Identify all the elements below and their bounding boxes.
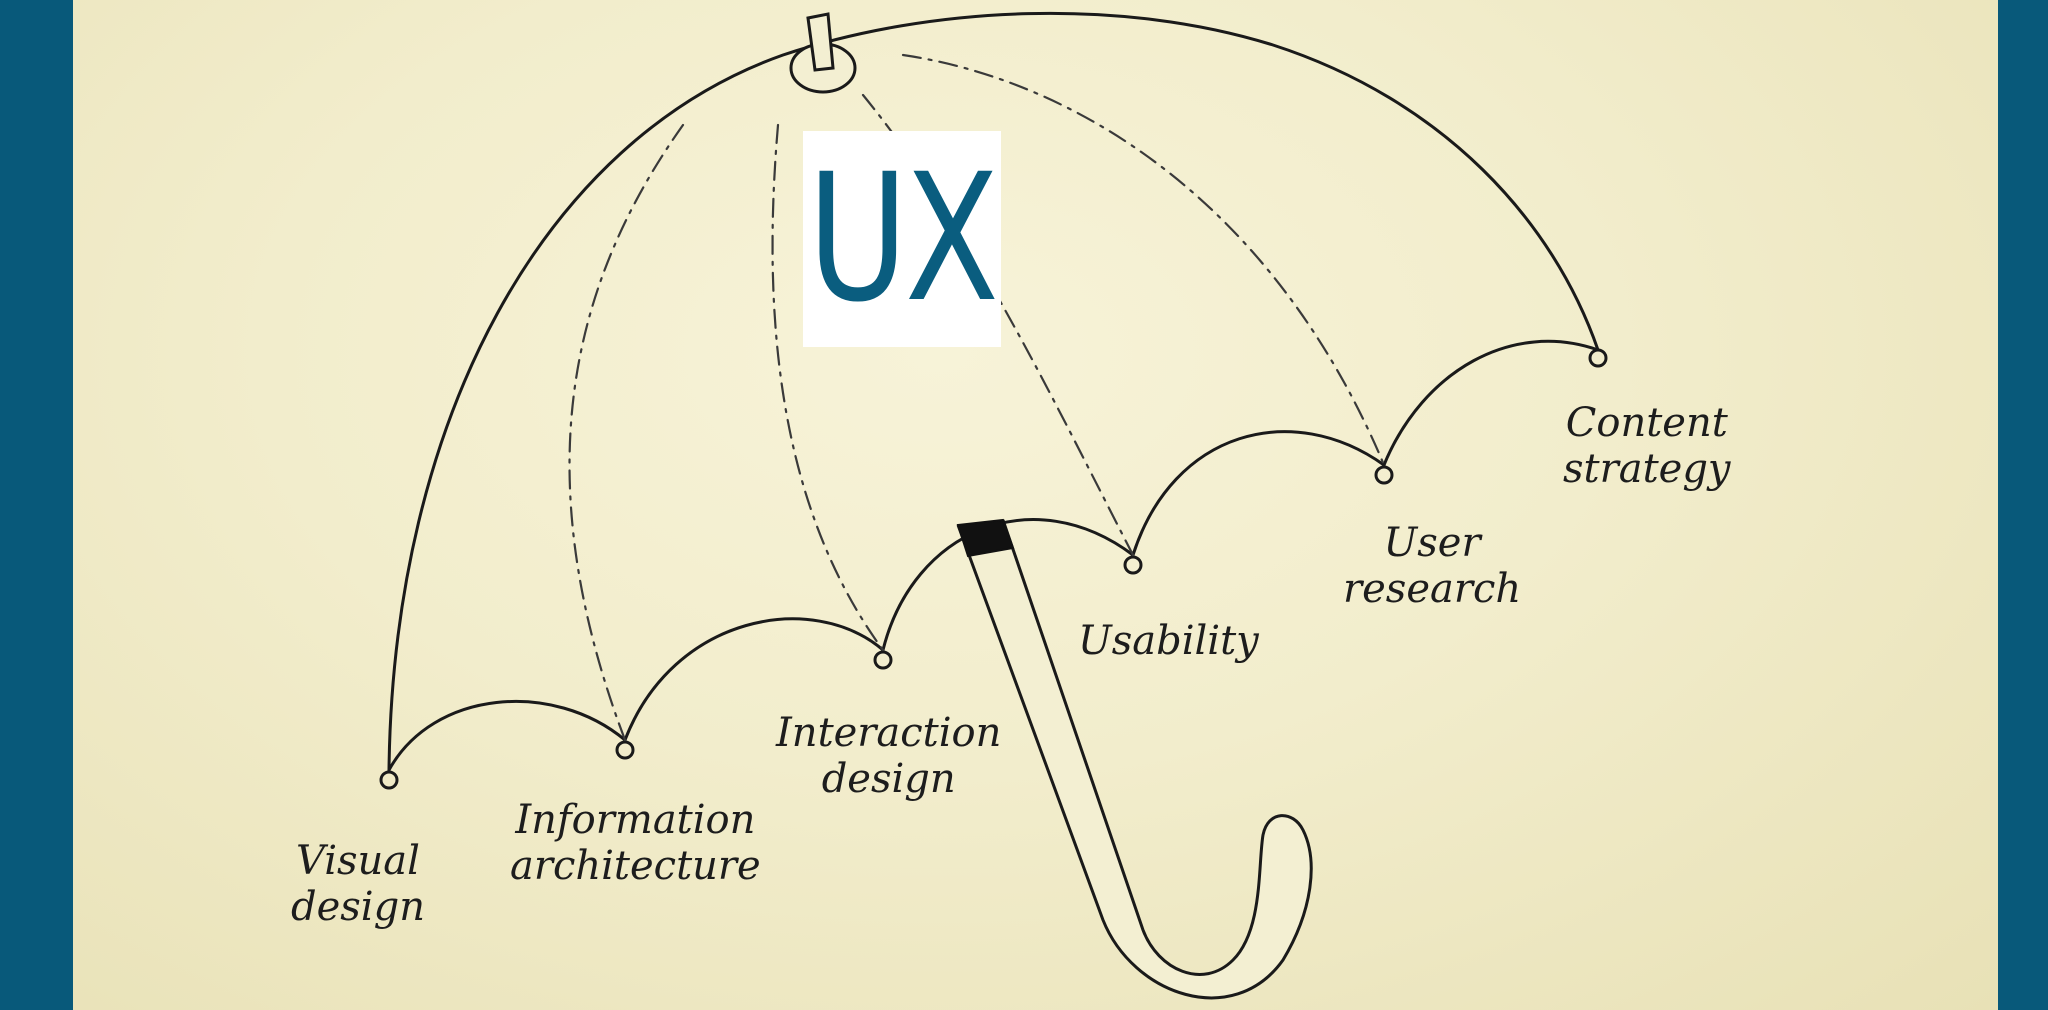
rib-1 bbox=[568, 123, 685, 742]
label-user-research-line1: User bbox=[1383, 520, 1481, 566]
handle-shaft bbox=[956, 519, 1313, 1000]
rib-2 bbox=[771, 123, 885, 652]
label-information-architecture-line1: Information bbox=[515, 797, 756, 843]
handle-collar bbox=[956, 518, 1015, 558]
label-visual-design: Visual design bbox=[291, 838, 425, 930]
label-information-architecture-line2: architecture bbox=[510, 843, 761, 889]
label-visual-design-line2: design bbox=[291, 884, 425, 930]
label-content-strategy: Content strategy bbox=[1563, 400, 1731, 492]
rib-4 bbox=[901, 53, 1386, 467]
label-user-research: User research bbox=[1343, 520, 1521, 612]
label-interaction-design-line2: design bbox=[821, 756, 956, 802]
canopy-scallop-4 bbox=[1131, 430, 1386, 557]
label-visual-design-line1: Visual bbox=[296, 838, 420, 884]
label-content-strategy-line2: strategy bbox=[1563, 446, 1731, 492]
label-information-architecture: Information architecture bbox=[510, 797, 761, 889]
label-interaction-design: Interaction design bbox=[776, 710, 1001, 802]
top-ferrule-knob bbox=[806, 12, 835, 72]
label-usability: Usability bbox=[1078, 618, 1259, 664]
label-content-strategy-line1: Content bbox=[1565, 400, 1728, 446]
ux-title-box: UX bbox=[803, 131, 1001, 347]
canopy-scallop-1 bbox=[387, 699, 627, 772]
label-user-research-line2: research bbox=[1343, 566, 1522, 612]
paper-background: UX Visual design Information architectur… bbox=[73, 0, 1998, 1010]
canopy-scallop-2 bbox=[623, 617, 885, 742]
label-interaction-design-line1: Interaction bbox=[776, 710, 1002, 756]
label-usability-line1: Usability bbox=[1078, 618, 1259, 664]
canopy-outline bbox=[387, 11, 1600, 772]
ux-title: UX bbox=[807, 136, 999, 341]
canopy-scallop-5 bbox=[1382, 339, 1600, 467]
umbrella-illustration bbox=[379, 11, 1608, 1000]
